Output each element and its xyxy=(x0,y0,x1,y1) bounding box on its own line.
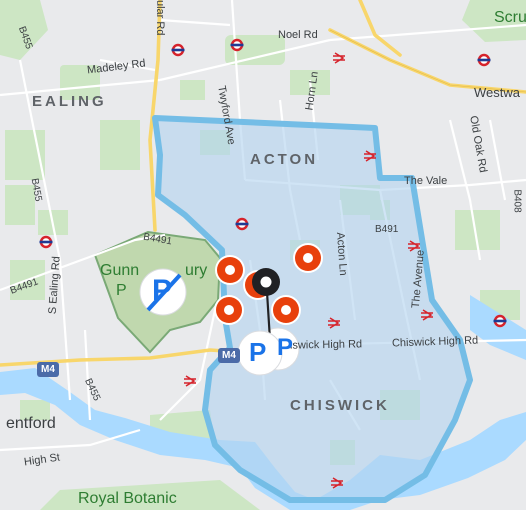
place-label-scrubs: Scru xyxy=(494,9,526,26)
park-label-line1: Gunn xyxy=(100,262,140,279)
road-number-b408: B408 xyxy=(511,189,523,213)
road-label-chiswick-high-rd-1: iswick High Rd xyxy=(289,338,363,352)
parking-letter-front[interactable]: P xyxy=(249,337,267,367)
place-label-kew: Royal Botanic xyxy=(78,490,177,507)
road-label-westway: Westwa xyxy=(474,85,520,100)
area-label-ealing: EALING xyxy=(32,93,107,110)
road-label-the-vale: The Vale xyxy=(404,175,448,187)
area-label-chiswick: CHISWICK xyxy=(290,397,390,414)
road-label-noel-rd: Noel Rd xyxy=(278,29,318,41)
area-label-acton: ACTON xyxy=(250,151,319,168)
orange-marker xyxy=(214,295,244,325)
road-label-acton-ln: Acton Ln xyxy=(334,231,350,277)
orange-marker xyxy=(271,295,301,325)
road-number-b491: B491 xyxy=(375,224,399,235)
orange-marker xyxy=(215,255,245,285)
motorway-shield-m4-center: M4 xyxy=(218,348,240,363)
rail-stations xyxy=(184,52,433,489)
orange-marker xyxy=(293,243,323,273)
place-label-brentford: entford xyxy=(6,415,56,432)
parking-letter-back[interactable]: P xyxy=(277,334,294,361)
park-label-line3: P xyxy=(116,282,127,299)
no-parking-marker xyxy=(139,268,187,316)
road-label-ular-rd: ular Rd xyxy=(154,0,166,36)
underground-stations xyxy=(39,38,507,328)
location-pin xyxy=(252,268,280,341)
no-parking-letter[interactable]: P xyxy=(152,274,173,307)
motorway-shield-m4-left: M4 xyxy=(37,362,59,377)
park-label-line2: ury xyxy=(185,262,208,279)
